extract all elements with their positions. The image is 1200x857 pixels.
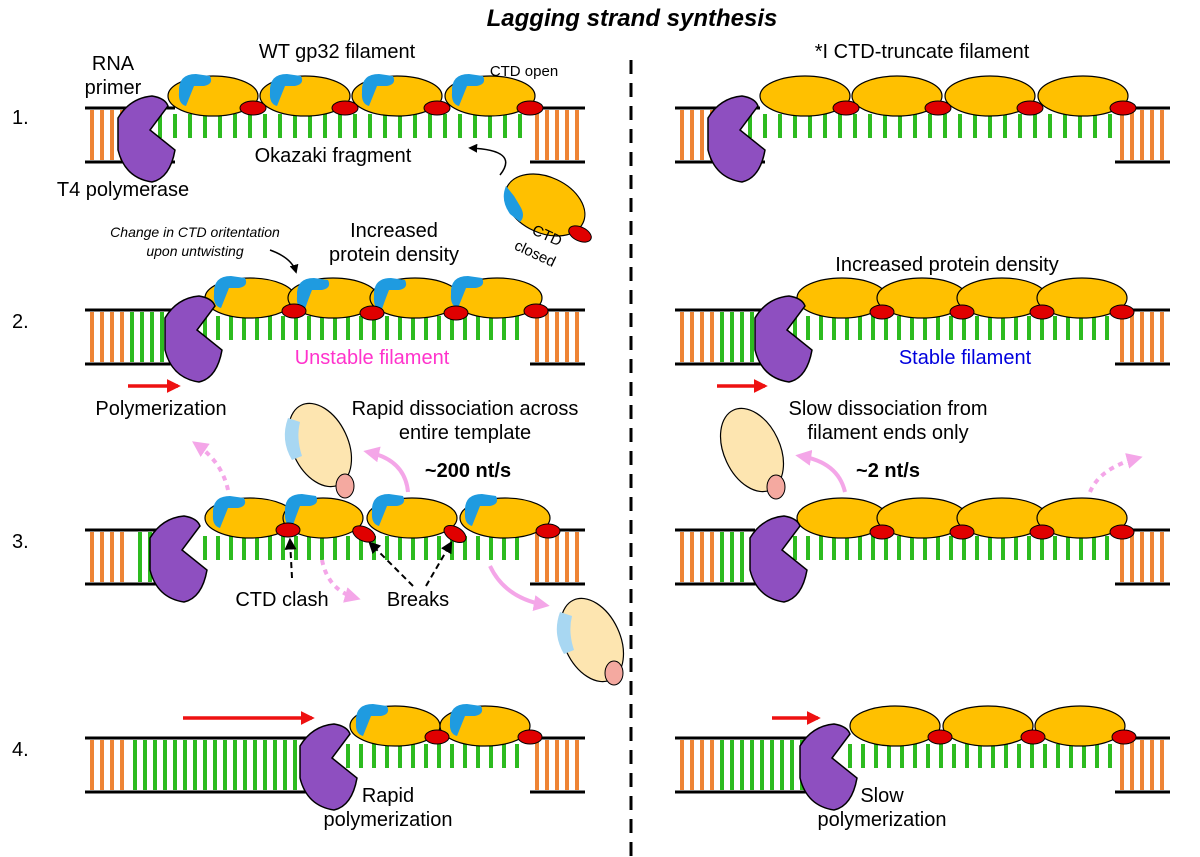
stable-filament-label: Stable filament bbox=[899, 347, 1032, 369]
slow-dissociation-line2: filament ends only bbox=[807, 422, 968, 444]
rapid-dissociation-line2: entire template bbox=[399, 422, 531, 444]
dissociation-arrow-mid-dashed bbox=[320, 559, 361, 603]
step-number-3: 3. bbox=[12, 531, 29, 553]
dissociating-gp32-upper bbox=[284, 402, 355, 499]
step2-left-gp32-filament bbox=[204, 249, 549, 321]
left-panel-header: WT gp32 filament bbox=[259, 41, 416, 63]
free-gp32-ctd-closed bbox=[468, 143, 592, 243]
step4-left-dna bbox=[85, 736, 585, 794]
dissociating-gp32-lower bbox=[556, 597, 625, 686]
rate-fast-label: ~200 nt/s bbox=[425, 460, 511, 482]
step1-left-dna bbox=[85, 106, 585, 164]
dissociating-truncate-protein bbox=[719, 407, 786, 500]
t4-polymerase-label: T4 polymerase bbox=[57, 179, 189, 201]
step1-left-polymerase bbox=[117, 95, 176, 183]
step2-left-polymerase bbox=[164, 295, 223, 383]
breaks-arrows bbox=[368, 540, 453, 587]
change-ctd-label-line1: Change in CTD oritentation bbox=[110, 224, 280, 240]
step3-right-dna bbox=[675, 528, 1170, 586]
step1-right-polymerase bbox=[707, 95, 766, 183]
rapid-polymerization-line1: Rapid bbox=[362, 785, 414, 807]
step4-left-polymerase bbox=[299, 723, 358, 811]
increased-density-left-line2: protein density bbox=[329, 244, 459, 266]
unstable-filament-label: Unstable filament bbox=[295, 347, 450, 369]
rna-primer-label-line2: primer bbox=[85, 77, 142, 99]
step1-left-gp32-filament bbox=[167, 74, 544, 117]
step-number-2: 2. bbox=[12, 311, 29, 333]
step-number-4: 4. bbox=[12, 739, 29, 761]
step4-right-truncate-filament bbox=[849, 705, 1137, 747]
slow-polymerization-line2: polymerization bbox=[818, 809, 947, 831]
rna-primer-label-line1: RNA bbox=[92, 53, 135, 75]
step4-right-dna bbox=[675, 736, 1170, 794]
step3-left-gp32-filament bbox=[204, 494, 561, 544]
step3-left-polymerase bbox=[149, 515, 208, 603]
ctd-open-label: CTD open bbox=[490, 63, 558, 80]
step3-right-truncate-filament bbox=[796, 497, 1135, 540]
increased-density-left-line1: Increased bbox=[350, 220, 438, 242]
increased-density-right: Increased protein density bbox=[835, 254, 1058, 276]
step3-right-polymerase bbox=[749, 515, 808, 603]
slow-dissociation-line1: Slow dissociation from bbox=[789, 398, 988, 420]
rapid-dissociation-line1: Rapid dissociation across bbox=[352, 398, 579, 420]
ctd-clash-label: CTD clash bbox=[235, 589, 328, 611]
change-ctd-label-line2: upon untwisting bbox=[146, 243, 244, 259]
breaks-label: Breaks bbox=[387, 589, 449, 611]
step4-left-gp32-filament bbox=[349, 704, 543, 747]
polymerization-label: Polymerization bbox=[95, 398, 226, 420]
rapid-polymerization-line2: polymerization bbox=[324, 809, 453, 831]
diagram-title: Lagging strand synthesis bbox=[487, 5, 778, 32]
step2-right-polymerase bbox=[754, 295, 813, 383]
slow-polymerization-line1: Slow bbox=[860, 785, 904, 807]
step1-right-truncate-filament bbox=[759, 75, 1137, 117]
slow-dissociation-arrow bbox=[795, 449, 847, 493]
dissociation-arrow-center bbox=[363, 446, 410, 493]
slow-dissociation-arrow-dashed bbox=[1088, 453, 1143, 493]
okazaki-fragment-label: Okazaki fragment bbox=[255, 145, 412, 167]
right-panel-header: *I CTD-truncate filament bbox=[815, 41, 1030, 63]
dissociation-arrow-right bbox=[488, 565, 550, 611]
step4-right-polymerase bbox=[799, 723, 858, 811]
step2-right-truncate-filament bbox=[796, 277, 1135, 320]
dissociation-arrow-left-dashed bbox=[192, 441, 230, 491]
step-number-1: 1. bbox=[12, 107, 29, 129]
rate-slow-label: ~2 nt/s bbox=[856, 460, 920, 482]
ctd-clash-arrow bbox=[284, 537, 297, 579]
